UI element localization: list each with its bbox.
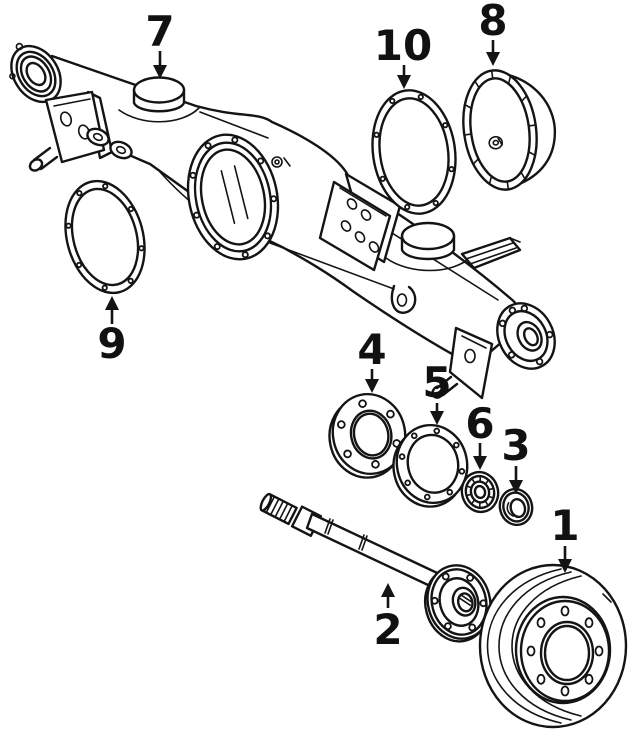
drain-plug xyxy=(488,135,504,150)
wheel-bearing xyxy=(460,470,500,514)
axle-right-flange xyxy=(496,302,556,370)
callout-8[interactable]: 8 xyxy=(478,0,508,66)
callout-label-7[interactable]: 7 xyxy=(145,7,174,56)
callout-arrowhead xyxy=(473,456,487,470)
callout-2[interactable]: 2 xyxy=(373,583,403,654)
callout-arrowhead xyxy=(381,583,395,597)
bump-stop-left xyxy=(118,76,200,123)
callout-9[interactable]: 9 xyxy=(97,296,127,368)
callout-label-6[interactable]: 6 xyxy=(465,399,494,448)
oil-seal xyxy=(498,487,534,527)
spring-perch-right xyxy=(318,172,402,272)
tube-pads xyxy=(86,127,133,160)
callout-label-1[interactable]: 1 xyxy=(550,501,579,550)
callout-3[interactable]: 3 xyxy=(501,421,531,494)
callout-label-3[interactable]: 3 xyxy=(501,421,530,470)
callout-arrowhead xyxy=(430,411,444,425)
shaft-spline xyxy=(259,492,298,526)
callout-arrowhead xyxy=(105,296,119,310)
differential-opening-ring xyxy=(186,133,280,261)
brake-drum xyxy=(478,563,628,729)
callout-4[interactable]: 4 xyxy=(357,325,387,393)
callout-arrowhead xyxy=(486,52,500,66)
callout-7[interactable]: 7 xyxy=(145,7,175,79)
callout-label-2[interactable]: 2 xyxy=(373,605,402,654)
axle-left-flange xyxy=(9,42,62,106)
bump-stop-right xyxy=(385,221,473,272)
callout-5[interactable]: 5 xyxy=(422,358,452,425)
callout-label-10[interactable]: 10 xyxy=(374,21,432,70)
callout-10[interactable]: 10 xyxy=(374,21,432,89)
callout-arrowhead xyxy=(558,559,572,573)
callout-6[interactable]: 6 xyxy=(465,399,495,470)
callout-label-4[interactable]: 4 xyxy=(357,325,386,374)
frame-bracket xyxy=(460,236,522,270)
casting-mark xyxy=(271,156,291,168)
callouts: 1 2 3 4 5 6 7 xyxy=(97,0,579,654)
axle-shaft xyxy=(259,492,492,643)
shaft-flange xyxy=(423,564,492,643)
differential-cover xyxy=(462,69,557,191)
callout-label-9[interactable]: 9 xyxy=(97,319,126,368)
bearing-retainer-plate xyxy=(328,392,407,479)
callout-1[interactable]: 1 xyxy=(550,501,580,573)
shock-bracket xyxy=(431,326,494,400)
callout-arrowhead xyxy=(153,65,167,79)
housing-gasket-ring xyxy=(64,179,146,295)
callout-label-5[interactable]: 5 xyxy=(422,358,451,407)
callout-arrowhead xyxy=(397,75,411,89)
retainer-gasket-ring xyxy=(392,423,469,508)
callout-arrowhead xyxy=(509,480,523,494)
callout-label-8[interactable]: 8 xyxy=(478,0,507,45)
callout-arrowhead xyxy=(365,379,379,393)
carrier-gasket-ring xyxy=(371,89,457,215)
